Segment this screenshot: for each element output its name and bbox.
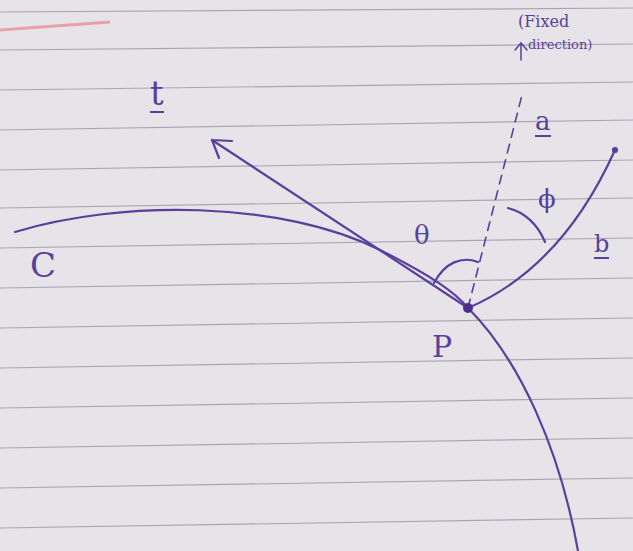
note-text: (Fixed — [518, 14, 569, 30]
phi-arc — [508, 208, 545, 242]
angle-label: ϕ — [538, 186, 556, 212]
ruled-lines — [0, 8, 633, 528]
direction-arrow — [515, 43, 527, 60]
margin-mark — [0, 22, 110, 30]
vector-label: b — [594, 232, 609, 259]
vector-b — [468, 150, 615, 308]
fixed-direction-line — [468, 95, 522, 308]
vector-label: a — [535, 108, 551, 137]
point-label: P — [432, 332, 452, 362]
tangent-line — [212, 140, 468, 308]
note-text: direction) — [528, 38, 592, 51]
arrowhead — [212, 140, 232, 158]
vector-label: t — [150, 76, 164, 113]
angle-label: θ — [414, 222, 430, 248]
vector-end — [613, 148, 617, 152]
point-p — [463, 303, 473, 313]
curve-c — [15, 210, 578, 551]
theta-arc — [434, 260, 478, 283]
curve-label: C — [30, 248, 56, 282]
